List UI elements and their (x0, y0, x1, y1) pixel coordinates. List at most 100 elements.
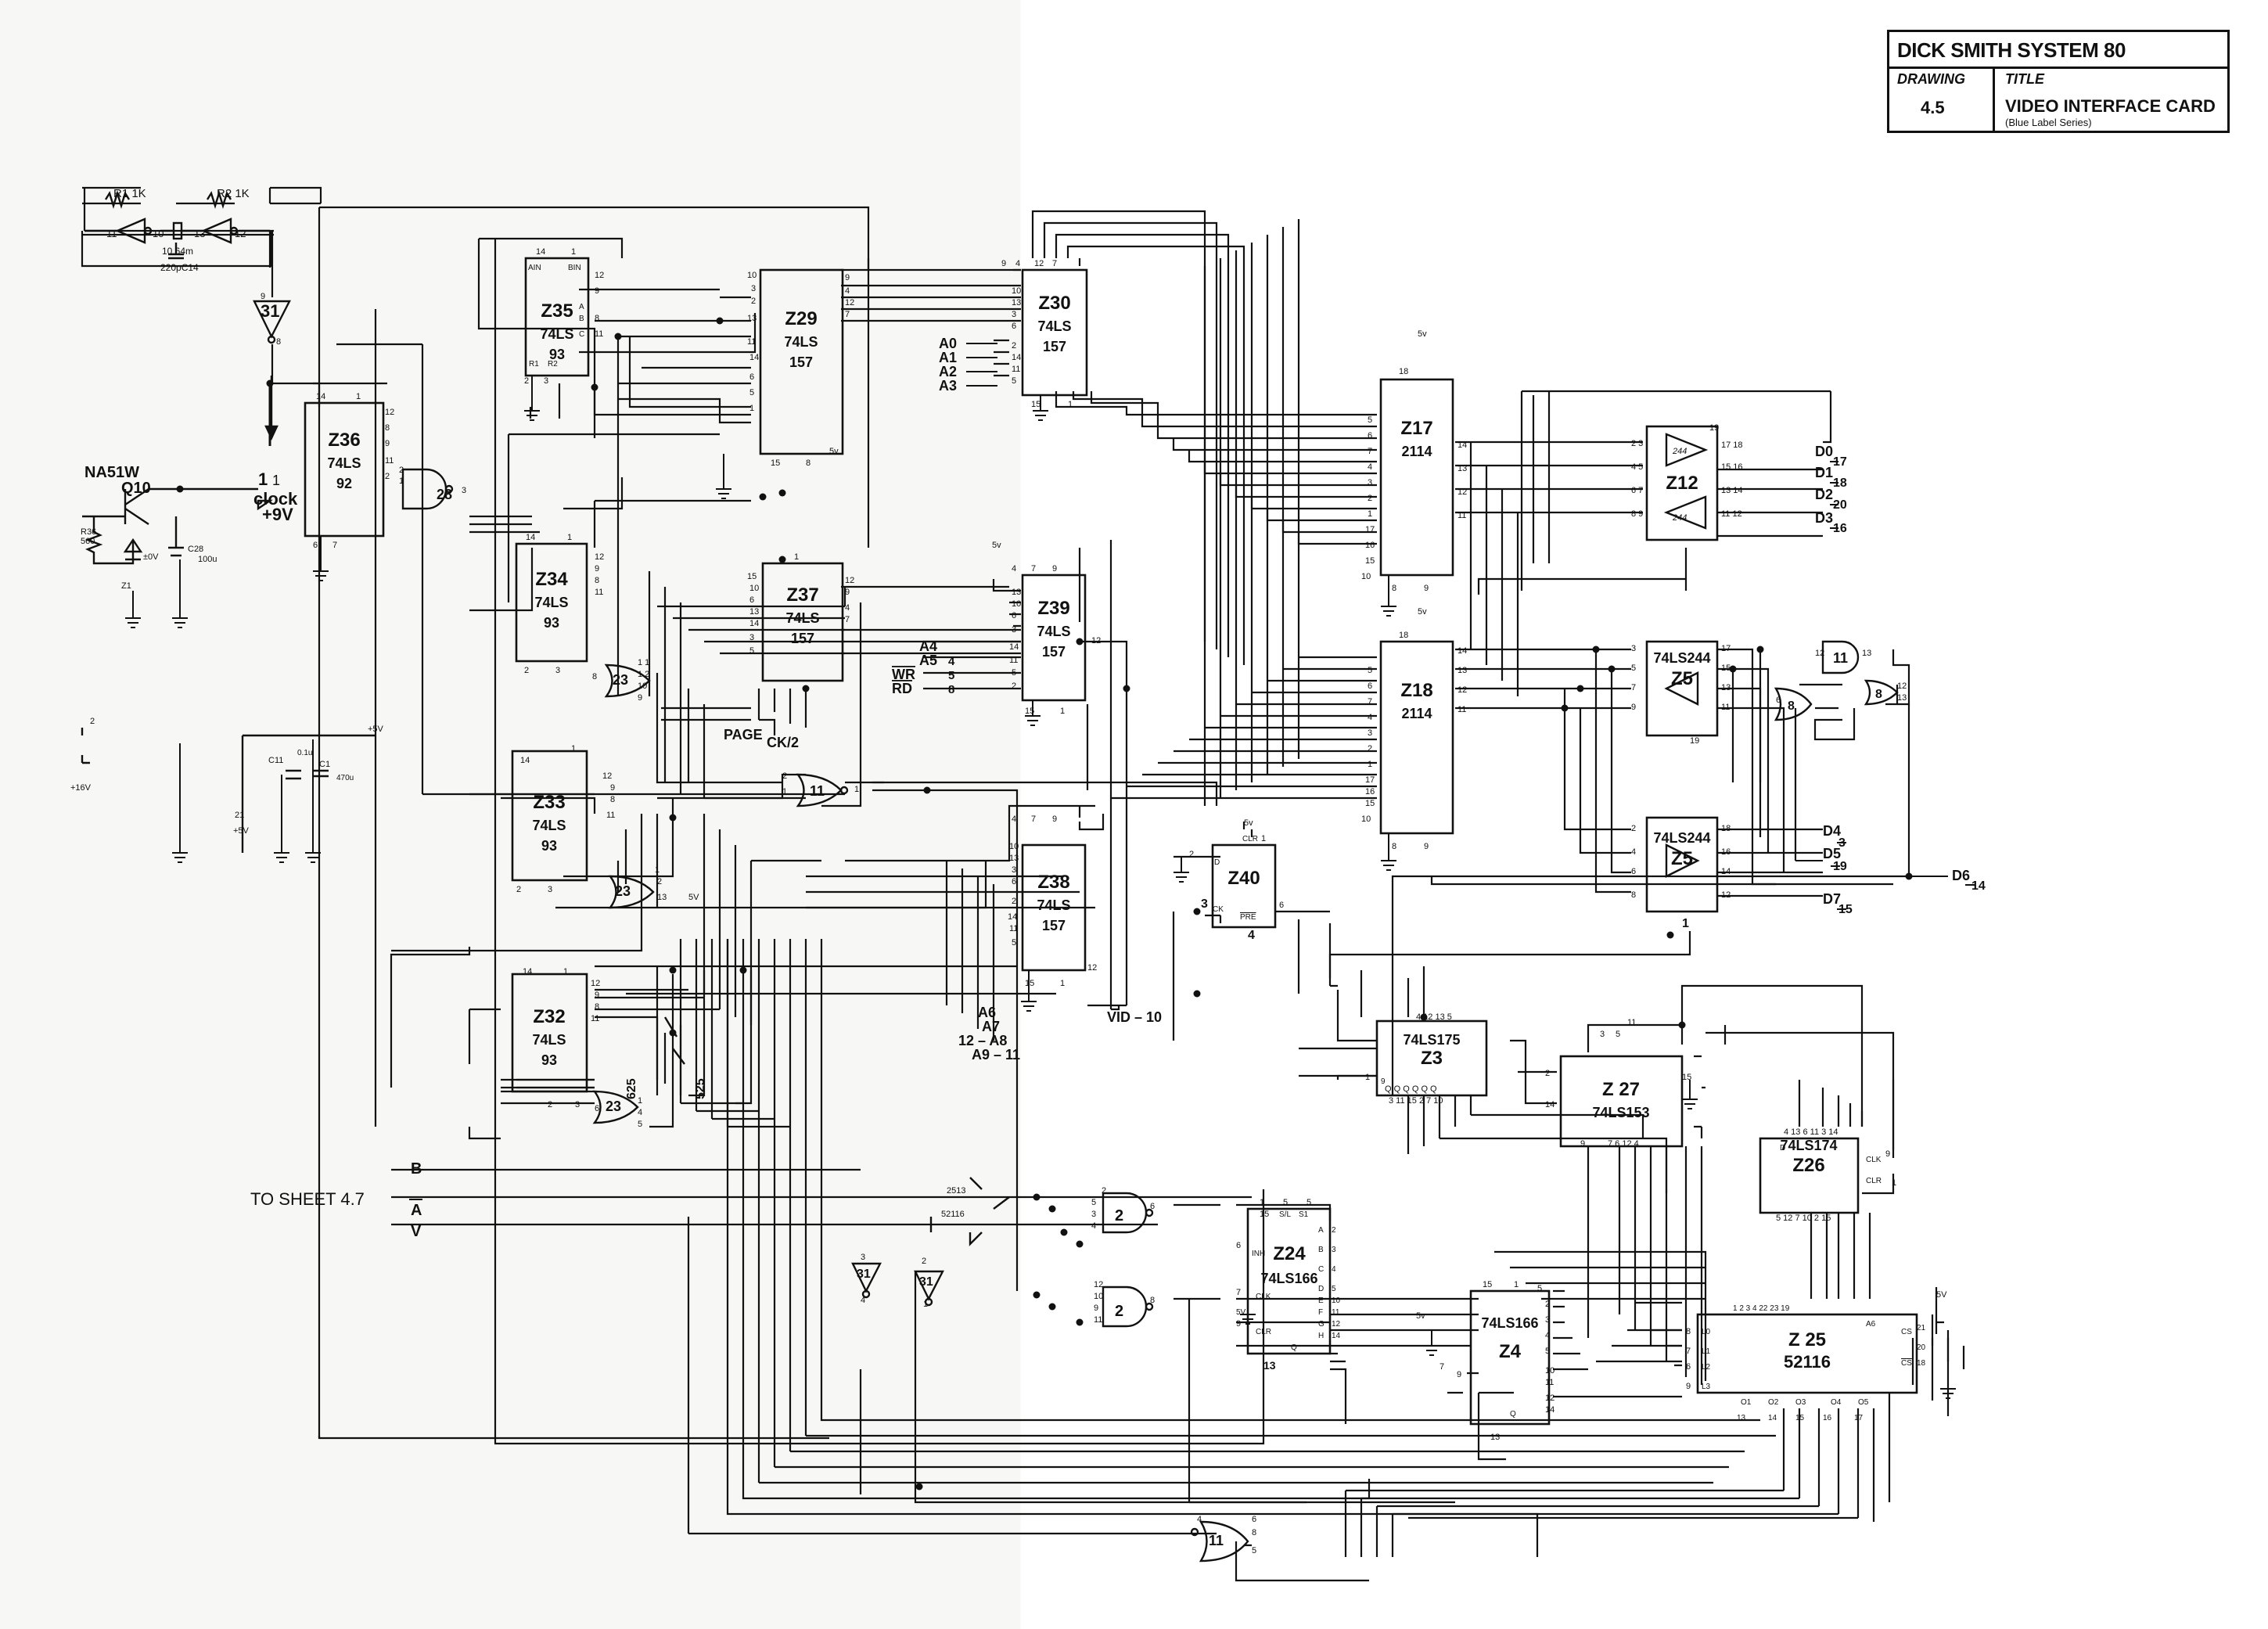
svg-text:L2: L2 (1702, 1363, 1711, 1372)
svg-text:5: 5 (1332, 1285, 1336, 1293)
svg-text:12: 12 (1457, 685, 1467, 695)
svg-text:3 11 15 2 7 10: 3 11 15 2 7 10 (1389, 1096, 1443, 1106)
svg-text:6: 6 (1012, 322, 1016, 331)
svg-text:14: 14 (1768, 1414, 1777, 1422)
svg-text:10: 10 (1545, 1366, 1555, 1375)
svg-text:3: 3 (749, 633, 754, 642)
chip-line-2-0: 74LS (1037, 318, 1071, 334)
svg-text:2: 2 (1631, 824, 1636, 833)
chip-id-z34-4: Z34 (535, 569, 568, 590)
chip-line-3-0: 74LS (327, 455, 361, 471)
a5-pin: 4 (948, 655, 955, 668)
svg-text:2: 2 (751, 297, 756, 306)
svg-text:21: 21 (235, 811, 244, 820)
signal-v: V (411, 1223, 422, 1240)
svg-text:5v: 5v (1418, 607, 1427, 617)
svg-text:6: 6 (1368, 431, 1372, 441)
svg-text:2: 2 (657, 877, 662, 886)
page-signal: PAGE (724, 727, 763, 743)
svg-text:11: 11 (606, 811, 615, 820)
svg-text:8: 8 (595, 314, 599, 323)
svg-text:L3: L3 (1702, 1383, 1711, 1391)
svg-text:1: 1 (1368, 509, 1372, 519)
svg-text:2: 2 (1115, 1303, 1123, 1320)
svg-text:1 1: 1 1 (638, 658, 649, 667)
svg-text:11: 11 (1332, 1308, 1340, 1317)
svg-text:4: 4 (861, 1296, 865, 1305)
data-d2: D2 (1815, 487, 1833, 502)
svg-text:CLK: CLK (1256, 1293, 1271, 1301)
svg-text:1: 1 (1892, 1178, 1896, 1188)
svg-text:R2: R2 (548, 360, 558, 369)
svg-text:18: 18 (1917, 1359, 1926, 1368)
chip-line-8-1: 157 (1042, 918, 1066, 933)
addr-a5: A5 (919, 653, 937, 668)
drawing-subtitle: (Blue Label Series) (2005, 117, 2092, 128)
svg-text:F: F (1318, 1308, 1323, 1317)
svg-text:9: 9 (1631, 703, 1636, 712)
signal-labels: NA51W Q10 +9V A0 A1 A2 A3 A4 A5 WR RD 4 … (84, 336, 1986, 1240)
chip-id-z25-21: Z 25 (1788, 1329, 1826, 1350)
svg-text:6: 6 (749, 372, 754, 382)
svg-text:4 13 6 11 3 14: 4 13 6 11 3 14 (1784, 1127, 1838, 1137)
svg-text:11: 11 (1721, 703, 1730, 712)
svg-text:4: 4 (1368, 462, 1372, 472)
svg-text:3: 3 (861, 1253, 865, 1262)
svg-text:5V: 5V (688, 893, 699, 902)
svg-text:2 3: 2 3 (1631, 439, 1643, 448)
addr-a0: A0 (939, 336, 957, 351)
data-d0: D0 (1815, 444, 1833, 459)
svg-text:5: 5 (1012, 376, 1016, 386)
svg-text:3: 3 (1201, 897, 1208, 911)
svg-text:D: D (1214, 858, 1220, 867)
chip-line-9-1: 93 (541, 1052, 557, 1068)
svg-text:6: 6 (1150, 1202, 1155, 1211)
svg-text:O5: O5 (1858, 1398, 1869, 1407)
chip-line-6-0: 74LS (1037, 624, 1070, 639)
svg-text:18: 18 (1721, 824, 1731, 833)
svg-text:0.1u: 0.1u (297, 749, 312, 757)
svg-text:4: 4 (1015, 259, 1020, 268)
svg-text:560: 560 (81, 537, 95, 546)
svg-text:3: 3 (544, 376, 548, 386)
svg-text:5: 5 (749, 646, 754, 656)
chip-line-0-0: 74LS (540, 326, 573, 342)
data-d3-pin: 16 (1833, 522, 1847, 535)
svg-text:16: 16 (1823, 1414, 1832, 1422)
svg-text:10.64m: 10.64m (162, 246, 193, 257)
svg-text:470u: 470u (336, 774, 354, 782)
chip-id-z37-5: Z37 (786, 584, 818, 606)
svg-text:5v: 5v (1418, 329, 1427, 339)
svg-text:9: 9 (1885, 1149, 1890, 1159)
svg-text:6: 6 (1012, 877, 1016, 886)
svg-text:1: 1 (794, 552, 799, 562)
svg-text:12: 12 (1034, 259, 1044, 268)
svg-text:2: 2 (1189, 850, 1194, 859)
svg-text:31: 31 (919, 1275, 933, 1289)
addr-a8: 12 – A8 (958, 1033, 1007, 1048)
svg-text:12: 12 (1332, 1320, 1341, 1329)
svg-text:C28: C28 (188, 545, 203, 554)
svg-text:7: 7 (1368, 447, 1372, 456)
svg-text:4: 4 (638, 1108, 642, 1117)
svg-text:6: 6 (1368, 681, 1372, 691)
drawing-title: VIDEO INTERFACE CARD (2005, 96, 2216, 116)
svg-text:13: 13 (1490, 1433, 1500, 1442)
svg-text:D: D (1780, 1144, 1785, 1153)
svg-text:C: C (579, 330, 584, 339)
svg-text:1: 1 (356, 392, 361, 401)
svg-text:8: 8 (1788, 699, 1795, 713)
svg-text:1 2: 1 2 (638, 670, 649, 679)
svg-text:244: 244 (1672, 447, 1687, 456)
svg-text:A: A (1318, 1226, 1324, 1235)
svg-text:1: 1 (272, 473, 280, 488)
svg-text:5: 5 (1631, 663, 1636, 673)
svg-text:2: 2 (1012, 897, 1016, 906)
svg-text:9: 9 (1424, 584, 1429, 593)
svg-text:17: 17 (1365, 775, 1375, 785)
svg-text:10: 10 (1361, 814, 1371, 824)
svg-text:7: 7 (1052, 259, 1057, 268)
svg-text:1: 1 (1368, 760, 1372, 769)
svg-text:C1: C1 (319, 760, 330, 769)
svg-text:H: H (1318, 1332, 1324, 1340)
